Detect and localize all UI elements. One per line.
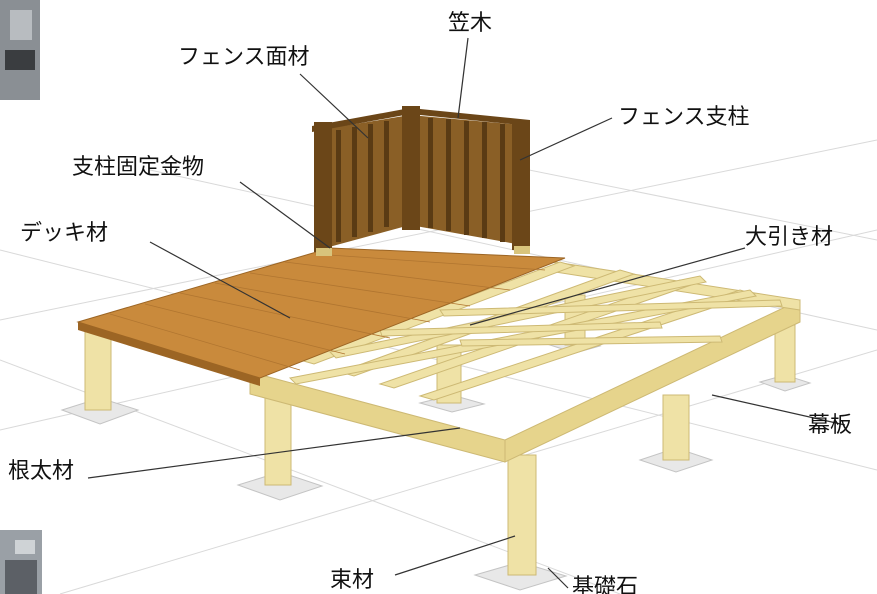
label-kasagi: 笠木 [448,11,492,36]
foundation-stones [60,337,812,591]
photo-thumbnail-bottom [0,530,42,594]
sub-frame [249,261,801,463]
label-main-beam: 大引き材 [745,225,833,250]
label-deck-board: デッキ材 [20,221,108,246]
label-foundation-stone: 基礎石 [572,575,638,594]
label-skirt-board: 幕板 [808,413,852,438]
label-fence-panel: フェンス面材 [178,45,310,70]
label-support-post: 束材 [330,568,374,593]
label-joist: 根太材 [8,459,74,484]
label-post-bracket: 支柱固定金物 [72,155,204,180]
leader-lines [87,37,846,589]
fence [312,106,530,256]
photo-thumbnail-top [0,0,40,100]
label-fence-post: フェンス支柱 [618,105,750,130]
labels: 笠木 フェンス面材 フェンス支柱 支柱固定金物 デッキ材 大引き材 幕板 根太材… [8,11,852,594]
